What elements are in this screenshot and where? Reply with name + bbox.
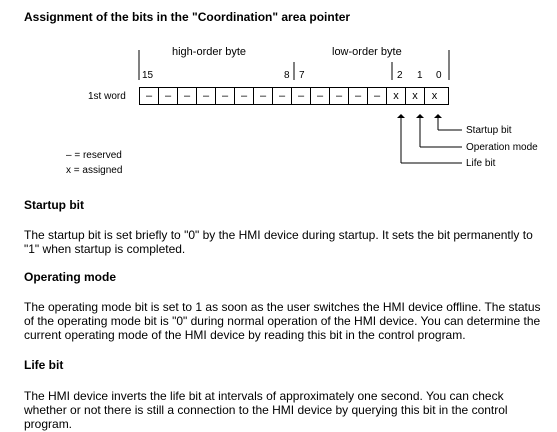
bit-cell: –	[235, 88, 254, 104]
bit-number-7: 7	[299, 70, 305, 81]
bit-number-1: 1	[417, 70, 423, 81]
page-title: Assignment of the bits in the "Coordinat…	[24, 10, 351, 24]
bit-cell: x	[406, 88, 425, 104]
low-byte-label: low-order byte	[332, 46, 402, 58]
operating-callout-line	[416, 114, 462, 148]
bit-cell: –	[159, 88, 178, 104]
bit-number-2: 2	[397, 70, 403, 81]
bit-cell: –	[292, 88, 311, 104]
bit-cell: x	[431, 90, 438, 102]
life-callout-line	[397, 114, 462, 164]
section-body-startup: The startup bit is set briefly to "0" by…	[24, 228, 533, 256]
high-byte-label: high-order byte	[172, 46, 246, 58]
section-heading-startup: Startup bit	[24, 198, 84, 212]
legend-reserved: – = reserved	[66, 150, 122, 161]
section-body-operating: The operating mode bit is set to 1 as so…	[24, 300, 541, 342]
bit-cell: –	[311, 88, 330, 104]
bit-cell: –	[349, 88, 368, 104]
bit-cell: –	[273, 88, 292, 104]
bit-number-0: 0	[436, 70, 442, 81]
bit-assignment-diagram	[138, 50, 462, 164]
bit-cell: –	[178, 88, 197, 104]
operating-mode-callout: Operation mode	[466, 142, 538, 153]
bit-cell: –	[254, 88, 273, 104]
startup-callout-line	[434, 114, 462, 131]
startup-bit-callout: Startup bit	[466, 125, 512, 136]
life-bit-callout: Life bit	[466, 158, 496, 169]
bit-cell: –	[140, 88, 159, 104]
bit-cell: –	[330, 88, 349, 104]
bit-number-8: 8	[284, 70, 290, 81]
bit-cell: –	[197, 88, 216, 104]
bit-cell: –	[216, 88, 235, 104]
section-heading-operating: Operating mode	[24, 270, 117, 284]
legend-assigned: x = assigned	[66, 165, 123, 176]
section-heading-life: Life bit	[24, 358, 64, 372]
bit-cell: –	[368, 88, 387, 104]
bit-cell: x	[387, 88, 406, 104]
word-label: 1st word	[88, 91, 126, 102]
section-body-life: The HMI device inverts the life bit at i…	[24, 389, 508, 431]
bit-number-15: 15	[142, 70, 154, 81]
